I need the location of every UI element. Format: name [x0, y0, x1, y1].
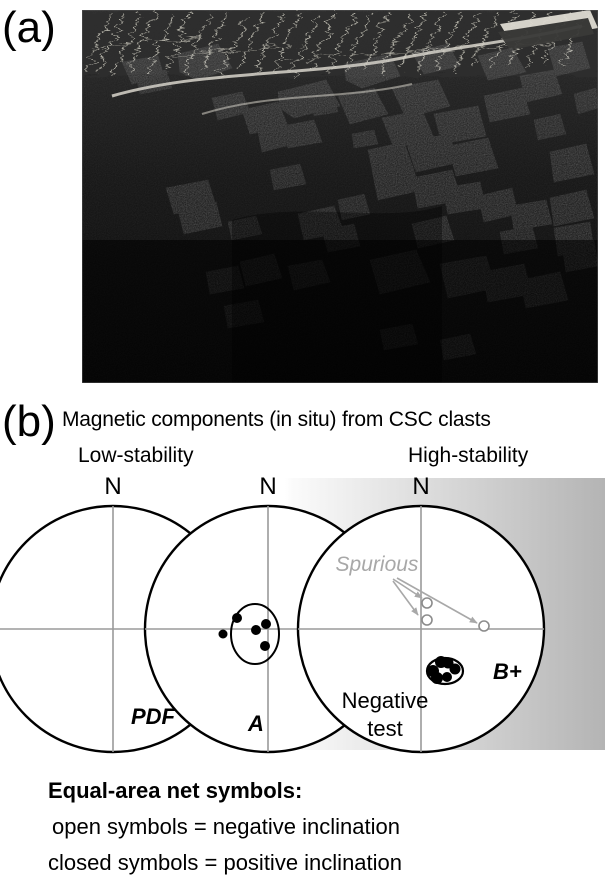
spurious-annotation: Spurious [336, 553, 419, 576]
stereonet-b-plus: N Spurious B+ Negat [296, 473, 546, 754]
legend-open-symbols: open symbols = negative inclination [52, 814, 400, 839]
confidence-ellipse-a [230, 603, 280, 665]
legend-title: Equal-area net symbols: [48, 778, 303, 803]
net-name-a: A [247, 711, 264, 736]
open-data-points-b [421, 597, 490, 632]
stereonet-svg: N PDF N [0, 473, 605, 754]
net-name-pdf: PDF [131, 704, 176, 729]
spurious-arrows [392, 577, 478, 624]
panel-b-caption: Magnetic components (in situ) from CSC c… [62, 408, 491, 431]
field-photograph [82, 10, 598, 383]
data-points-a [218, 613, 271, 651]
panel-b-label: (b) [2, 397, 56, 446]
closed-data-points-b [427, 656, 461, 684]
north-label-pdf: N [104, 473, 121, 500]
north-label-a: N [259, 473, 276, 500]
column-header-high-stability: High-stability [408, 444, 529, 467]
column-header-low-stability: Low-stability [78, 444, 194, 467]
panel-a-label: (a) [2, 3, 56, 52]
stereonet-panel: N PDF N [0, 472, 605, 762]
legend-closed-symbols: closed symbols = positive inclination [48, 850, 403, 875]
photograph-render [82, 10, 598, 383]
net-name-b-plus: B+ [493, 659, 522, 684]
negative-test-line1: Negative [342, 688, 429, 713]
north-label-b: N [412, 473, 429, 500]
negative-test-line2: test [367, 716, 402, 741]
